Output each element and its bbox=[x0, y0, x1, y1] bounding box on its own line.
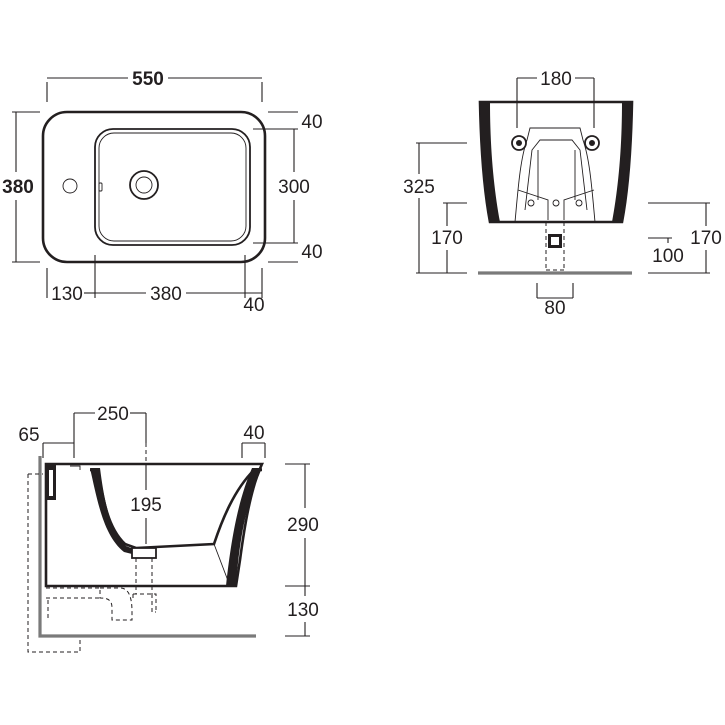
top-drain-outer bbox=[129, 170, 159, 200]
wall-and-floor bbox=[38, 456, 256, 638]
dim-outlet-distance: 250 bbox=[97, 404, 129, 425]
front-view: 180 325 170 170 100 80 bbox=[403, 69, 722, 319]
dim-left-offset: 130 bbox=[51, 284, 83, 305]
right-bolt-icon bbox=[584, 135, 600, 151]
dim-overall-depth: 380 bbox=[2, 177, 34, 198]
dim-edge-bottom: 40 bbox=[301, 242, 322, 263]
side-view: 65 250 40 195 290 130 bbox=[18, 404, 319, 653]
dim-rim-thickness: 40 bbox=[243, 423, 264, 444]
dim-overall-width: 550 bbox=[132, 69, 164, 90]
dim-right-edge: 40 bbox=[243, 295, 264, 316]
dim-height-outlet: 100 bbox=[652, 246, 684, 267]
overflow-slot bbox=[98, 182, 103, 192]
dim-bowl-width: 380 bbox=[150, 284, 182, 305]
dim-inner-depth-side: 195 bbox=[130, 495, 162, 516]
top-drain-inner bbox=[135, 176, 153, 194]
top-view-inner-bowl bbox=[94, 128, 251, 246]
dim-floor-clearance: 130 bbox=[287, 600, 319, 621]
tap-hole bbox=[62, 178, 78, 194]
dim-inner-depth: 300 bbox=[278, 177, 310, 198]
left-bolt-icon bbox=[511, 135, 527, 151]
dim-edge-top: 40 bbox=[301, 112, 322, 133]
dim-wall-offset: 65 bbox=[18, 425, 39, 446]
dim-outlet-width: 80 bbox=[544, 298, 565, 319]
top-view: 550 380 40 300 40 130 380 40 bbox=[2, 69, 322, 316]
side-drain bbox=[131, 547, 157, 559]
dim-height-left: 170 bbox=[431, 228, 463, 249]
dim-body-height: 290 bbox=[287, 515, 319, 536]
dim-height-total: 325 bbox=[403, 177, 435, 198]
dim-height-right: 170 bbox=[690, 228, 722, 249]
dim-bolt-spacing: 180 bbox=[540, 69, 572, 90]
front-body-outline bbox=[478, 100, 634, 224]
